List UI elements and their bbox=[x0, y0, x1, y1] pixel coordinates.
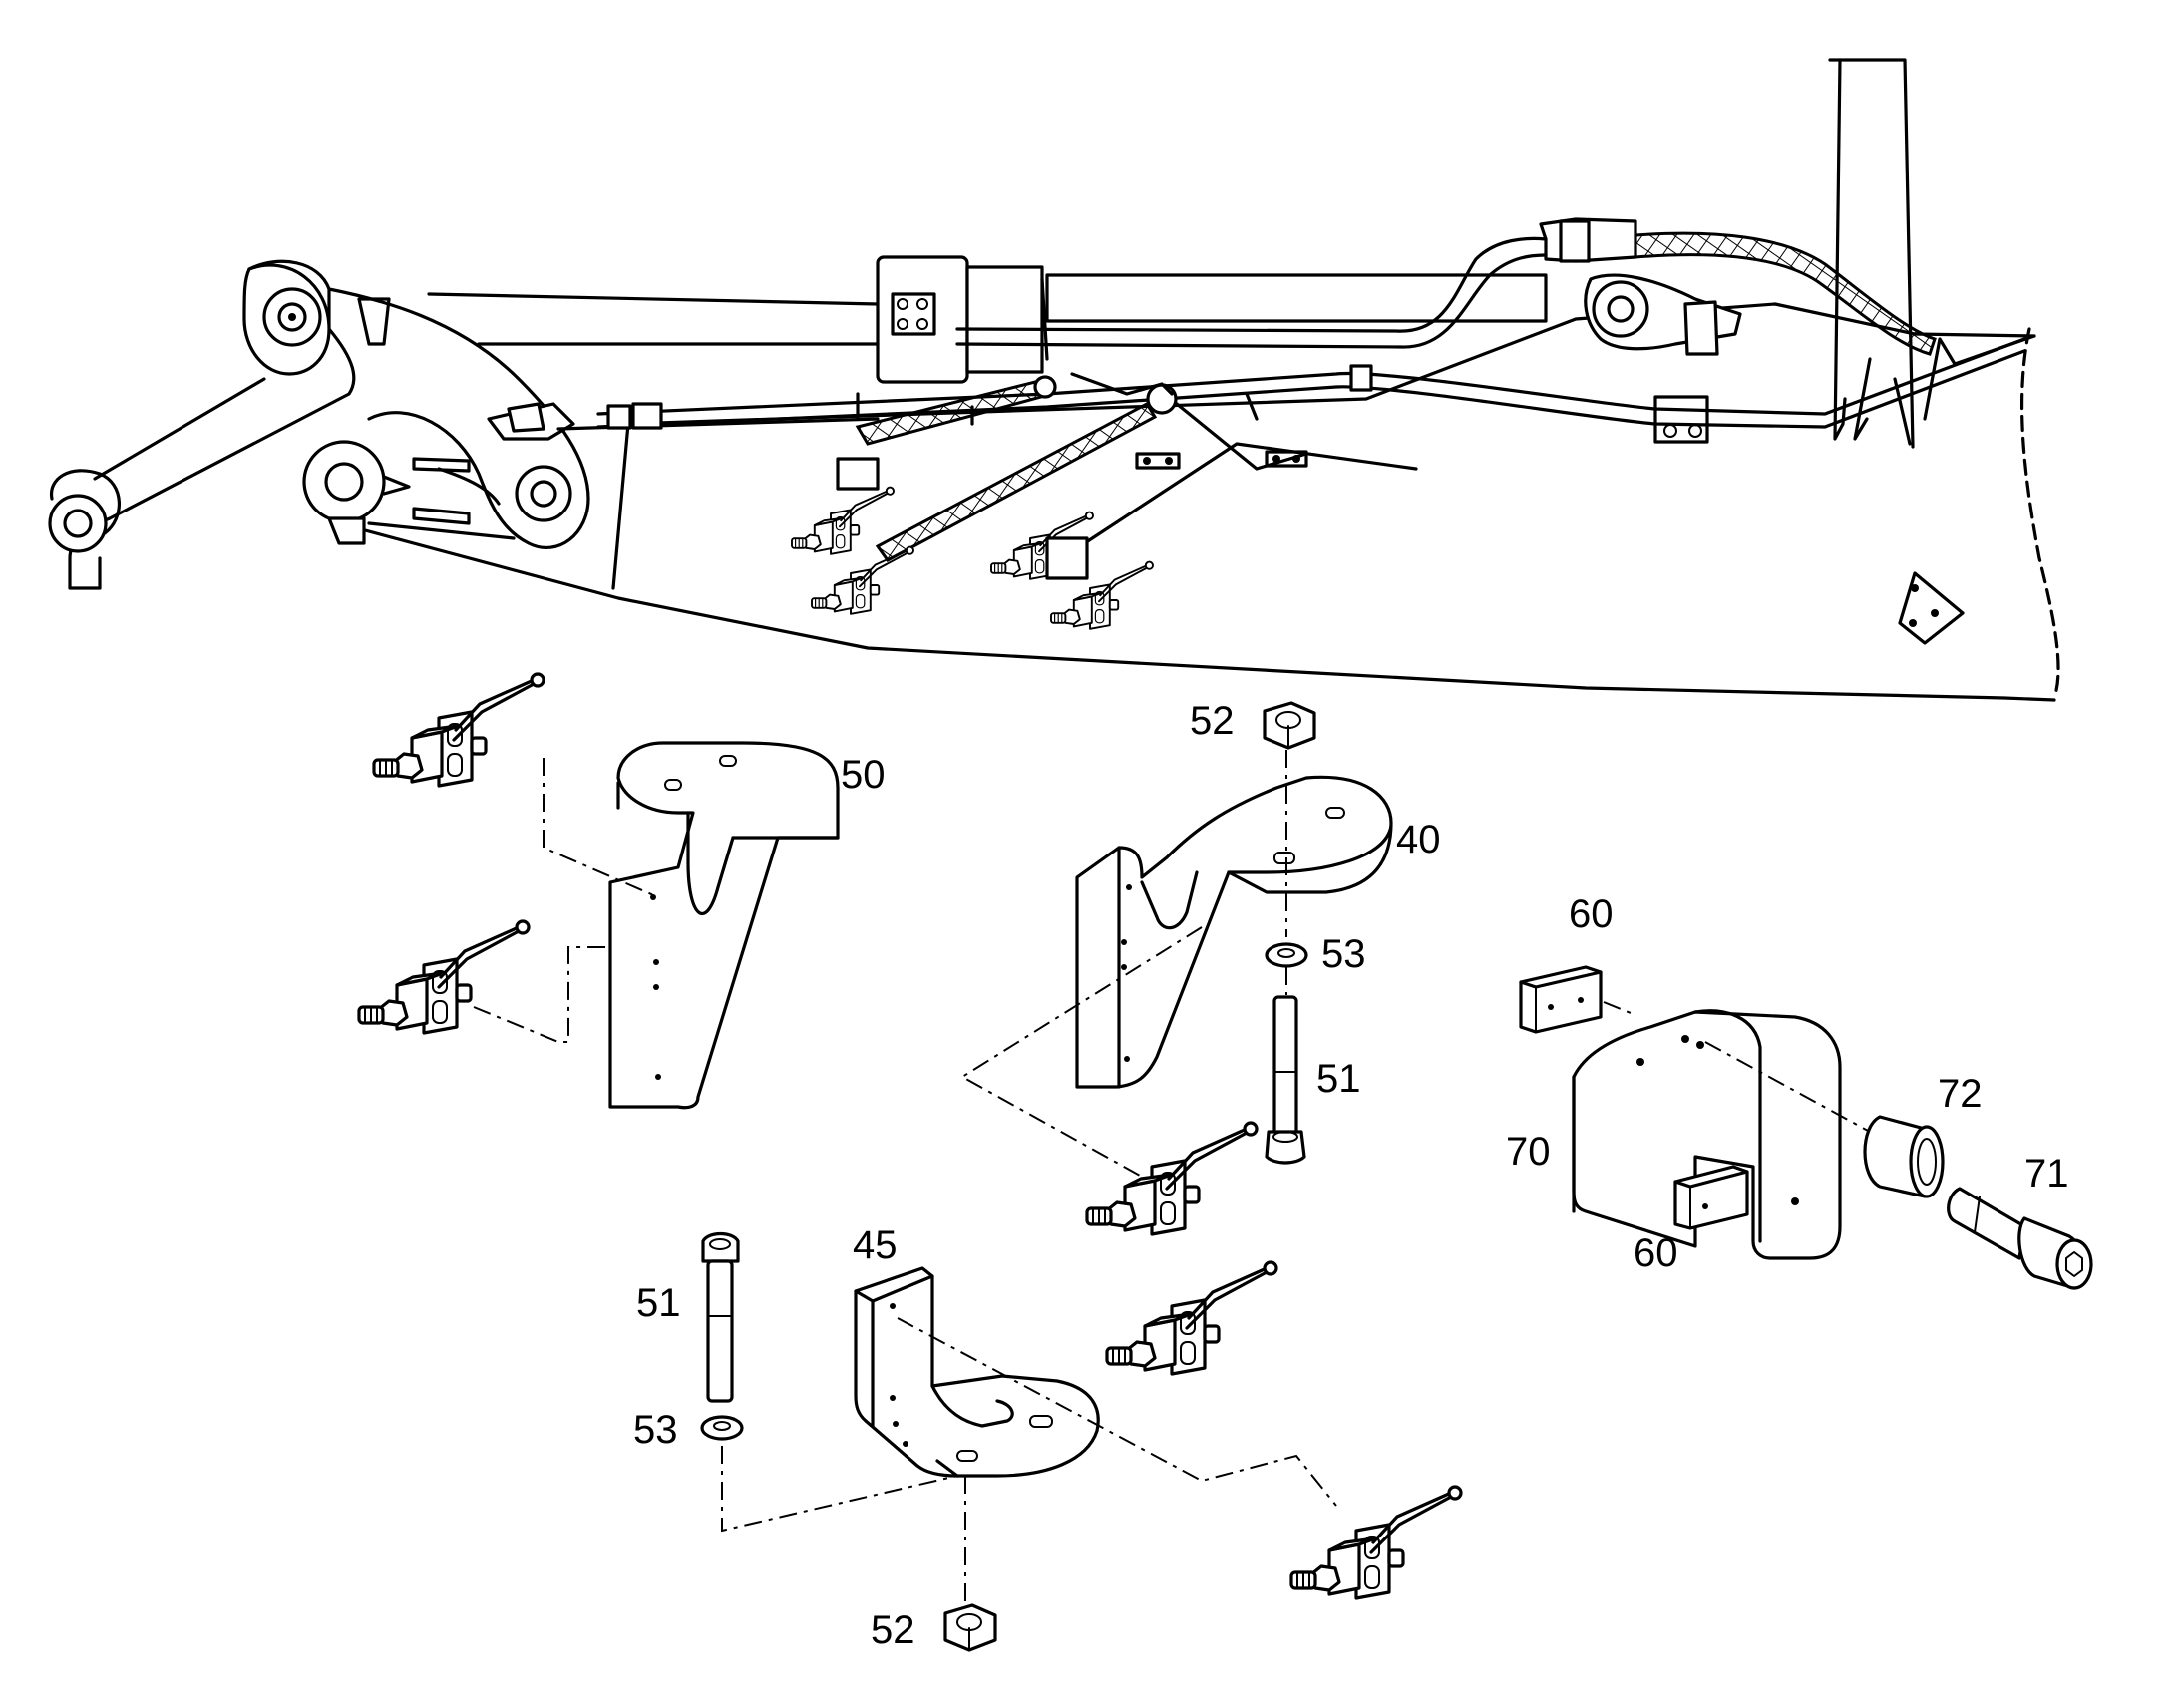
plate-70 bbox=[1572, 1009, 1842, 1260]
valve-50-upper bbox=[372, 672, 545, 788]
bracket-40 bbox=[1075, 775, 1393, 1089]
callout-45: 45 bbox=[853, 1223, 898, 1267]
chassis-outline bbox=[337, 521, 2056, 702]
callout-53-top: 53 bbox=[1321, 932, 1366, 976]
bolt-51-bottom bbox=[701, 1231, 740, 1403]
bolt-51-top bbox=[1265, 995, 1306, 1165]
vertical-post bbox=[1828, 58, 1915, 449]
washer-53-bottom bbox=[700, 1415, 744, 1441]
callout-52-top: 52 bbox=[1190, 699, 1235, 743]
bracket-45 bbox=[854, 1266, 1100, 1478]
valve-50-lower bbox=[357, 919, 531, 1035]
callout-72: 72 bbox=[1938, 1072, 1983, 1116]
callout-50: 50 bbox=[841, 753, 886, 797]
leader-50-lower bbox=[473, 946, 606, 1043]
callout-60-bottom: 60 bbox=[1634, 1231, 1678, 1275]
bracket-50 bbox=[608, 741, 840, 1110]
leader-50-upper bbox=[543, 758, 659, 898]
machine-frame-assembly bbox=[48, 58, 2060, 702]
callout-52-bottom: 52 bbox=[871, 1608, 915, 1652]
callout-40: 40 bbox=[1396, 818, 1441, 861]
callout-70: 70 bbox=[1506, 1130, 1551, 1174]
curved-bracket bbox=[327, 287, 590, 549]
spacer-60-bottom bbox=[1673, 1165, 1749, 1230]
nut-52-bottom bbox=[943, 1603, 997, 1652]
bushing-72 bbox=[1863, 1115, 1945, 1198]
nut-52-top bbox=[1263, 701, 1316, 750]
callout-60-top: 60 bbox=[1569, 892, 1614, 936]
washer-53-top bbox=[1265, 942, 1308, 968]
braided-hose bbox=[1634, 231, 1937, 356]
leader-45-valve bbox=[897, 1317, 1337, 1507]
valve-40 bbox=[1085, 1121, 1259, 1236]
callout-51-top: 51 bbox=[1316, 1057, 1361, 1101]
valve-45-lower bbox=[1289, 1485, 1463, 1600]
leader-70 bbox=[1603, 1001, 1636, 1016]
bolt-71 bbox=[1947, 1187, 2093, 1290]
callout-51-bottom: 51 bbox=[636, 1281, 681, 1325]
spacer-60-top bbox=[1519, 965, 1603, 1034]
callout-71: 71 bbox=[2024, 1152, 2069, 1196]
callout-53-bottom: 53 bbox=[633, 1408, 678, 1452]
valve-45-upper bbox=[1105, 1260, 1278, 1376]
leader-45-bolt bbox=[721, 1446, 958, 1533]
